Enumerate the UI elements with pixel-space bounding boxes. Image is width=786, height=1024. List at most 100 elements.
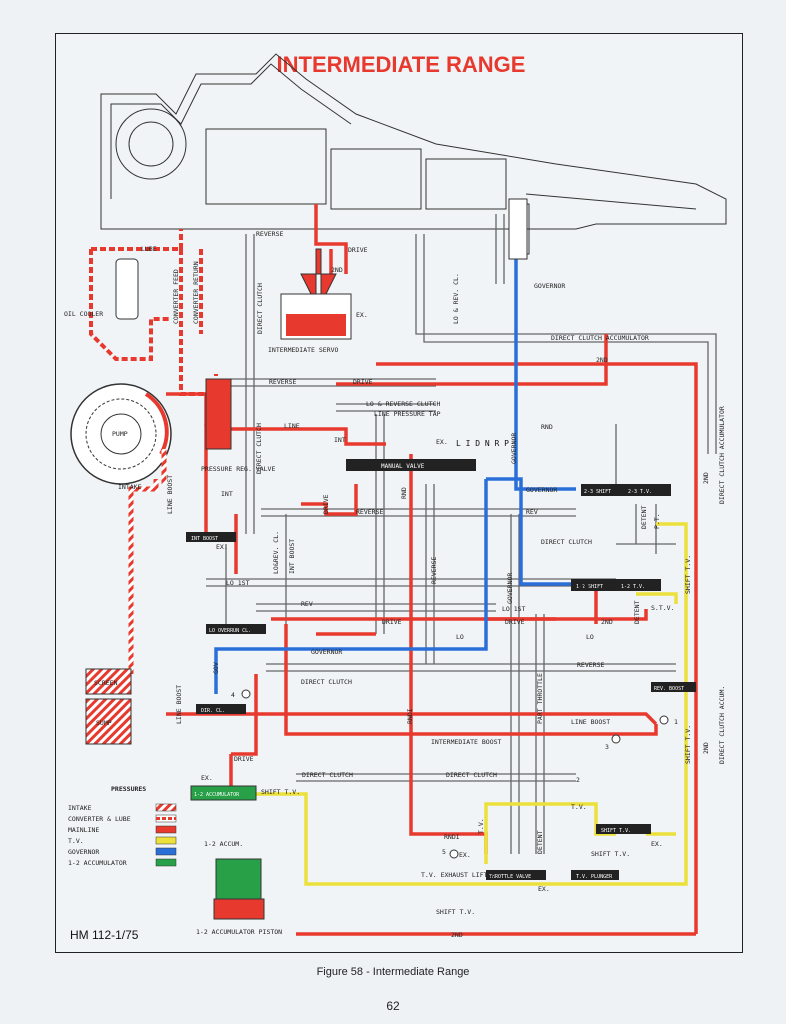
throttle-valve-label: THROTTLE VALVE [489,874,531,880]
direct-clutch-accumulator-label: DIRECT CLUTCH ACCUMULATOR [551,334,649,342]
direct-clutch-label-mid: DIRECT CLUTCH [541,538,592,546]
direct-clutch-accum-vert: DIRECT CLUTCH ACCUM. [718,686,726,764]
selector-positions: L I D N R P [456,439,509,448]
direct-clutch-label-bottom-right: DIRECT CLUTCH [446,771,497,779]
page-number: 62 [386,999,400,1013]
second-label-bottom: 2ND [451,931,463,939]
int-label: INT [334,436,346,444]
pump-label: PUMP [112,430,128,438]
shift-valve-12-label: 1-2 SHIFT [576,584,603,590]
d-reverse-label: REVERSE [430,557,438,584]
oil-cooler-icon [115,258,139,320]
int-label-low: INT [221,490,233,498]
ex-label-int-boost: EX. [216,543,228,551]
intermediate-boost-label: INTERMEDIATE BOOST [431,738,502,746]
line-boost-label-lower: LINE BOOST [175,685,183,724]
drive-label-top: DRIVE [348,246,368,254]
shift-tv-valve-label: SHIFT T.V. [601,828,631,834]
ex-label-tv: EX. [459,851,471,859]
direct-clutch-label-top: DIRECT CLUTCH [256,283,264,334]
ex-label-servo: EX. [356,311,368,319]
governor-label-vert: GOVERNOR [506,573,514,604]
detent-label-mid: DETENT [633,600,641,624]
drive-label-vert: DRIVE [322,494,330,514]
detent-label-upper: DETENT [640,505,648,529]
int-boost-label: INT BOOST [288,539,296,574]
mainline-passages [166,204,698,936]
governor-label-low: GOVERNOR [311,648,342,656]
ex-label-shift-tv: EX. [651,840,663,848]
shift-tv-label-left: SHIFT T.V. [261,788,300,796]
shift-tv-label-right: SHIFT T.V. [591,850,630,858]
lube-label: LUBE [141,245,157,253]
rndi-label-vert: RNDI [406,708,414,724]
check-2-label: 2 [576,776,580,784]
tv-label-vert: T.V. [477,818,485,834]
check-3-label: 3 [605,743,609,751]
accumulator-piston [213,858,265,920]
intake-circuit [128,449,167,674]
drive-label-low: DRIVE [382,618,402,626]
line-label: LINE [284,422,300,430]
reverse-label-right: REVERSE [577,661,604,669]
direct-clutch-label-vert: DIRECT CLUTCH [255,423,263,474]
detent-label-lower: DETENT [536,830,544,854]
governor-passage-label: GOVERNOR [526,486,557,494]
reverse-label-low: REVERSE [356,508,383,516]
pt-label-upper: P.T. [653,513,661,529]
check-ball-4 [241,689,251,699]
manual-valve [346,459,476,471]
rev-label-shift: REV [526,508,538,516]
lo-rev-cl-label: LO & REV. CL. [452,273,460,324]
drawing-code: HM 112-1/75 [70,928,139,942]
rndi-label: RNDI [444,833,460,841]
check-ball-5 [449,849,459,859]
direct-clutch-label-bottom: DIRECT CLUTCH [302,771,353,779]
converter-feed-label: CONVERTER FEED [172,269,180,324]
figure-caption: Figure 58 - Intermediate Range [316,966,470,978]
governor-passages [214,259,576,694]
lo-overrun-label: LO OVERRUN CL. [209,628,251,634]
lo-reverse-clutch-label: LO & REVERSE CLUTCH [366,400,440,408]
rnd-label: RND [541,423,553,431]
tv-plunger-label: T.V. PLUNGER [576,874,613,880]
lo-rev-cl-short-label: LO&REV. CL. [272,531,280,574]
governor-label-vert-upper: GOVERNOR [510,433,518,464]
direct-clutch-label-low: DIRECT CLUTCH [301,678,352,686]
hydraulic-circuit-diagram: INTERMEDIATE RANGE OIL COOLER LUBE CONVE… [64,52,727,939]
ex-label-accum: EX. [201,774,213,782]
governor-icon [508,198,528,260]
drive-label-right: DRIVE [505,618,525,626]
legend-swatch [155,825,177,834]
check-5-label: 5 [442,848,446,856]
shift-tv-label-vert-lower: SHIFT T.V. [684,725,692,764]
tv-23-label: 2-3 T.V. [628,489,652,495]
throttle-valve [486,870,546,880]
line-pressure-tap-label: LINE PRESSURE TAP [374,410,441,418]
reverse-label-top: REVERSE [256,230,283,238]
intermediate-servo [280,248,352,340]
screen-icon [85,668,132,695]
check-ball-1 [659,715,669,725]
tv-plunger [571,870,619,880]
ex-label-manual: EX. [436,438,448,446]
drive-label-bottom: DRIVE [234,755,254,763]
lo-1st-label-right: LO 1ST [502,605,526,613]
drive-label-mid: DRIVE [353,378,373,386]
legend-label: T.V. [68,837,84,845]
direct-clutch-accumulator-vert: DIRECT CLUTCH ACCUMULATOR [718,406,726,504]
governor-label: GOVERNOR [534,282,565,290]
tv-label-bottom: T.V. [571,803,587,811]
line-boost-label-right: LINE BOOST [571,718,610,726]
second-label-vert-lower: 2ND [702,742,710,754]
gov-label: GOV [578,583,590,591]
screen-label: SCREEN [94,679,118,687]
rev-boost-valve [651,682,696,692]
lo-overrun-valve [206,624,266,634]
shift-tv-label-vert: SHIFT T.V. [684,555,692,594]
int-boost-valve-label: INT BOOST [191,536,218,542]
diagram-frame: INTERMEDIATE RANGE OIL COOLER LUBE CONVE… [55,33,743,953]
oil-cooler-label: OIL COOLER [64,310,103,318]
legend-label: INTAKE [68,804,92,812]
